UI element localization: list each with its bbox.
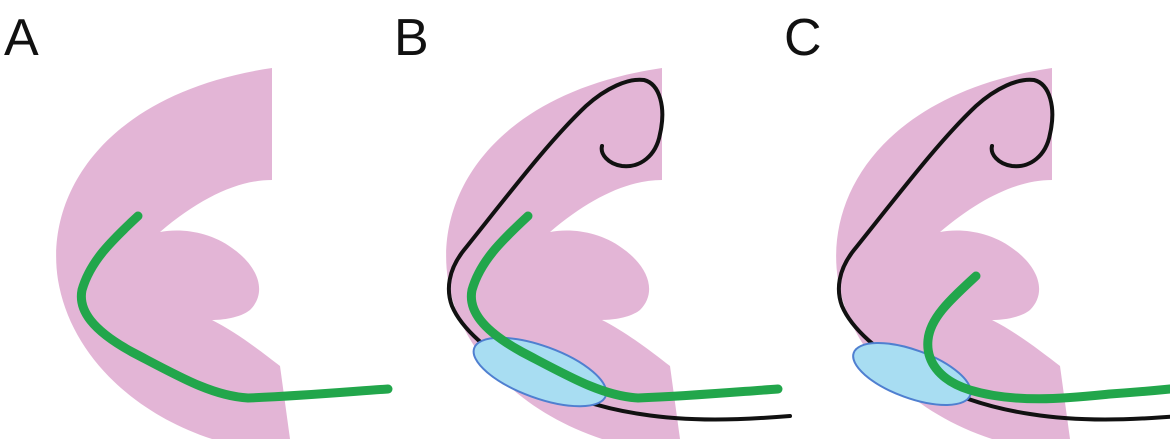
panel-c-illustration <box>780 0 1170 439</box>
panel-label-a: A <box>4 12 39 64</box>
panel-a: A <box>0 0 390 439</box>
panel-c: C <box>780 0 1170 439</box>
panel-b-illustration <box>390 0 780 439</box>
heart-shape <box>56 68 290 439</box>
panel-label-b: B <box>394 12 429 64</box>
panel-b: B <box>390 0 780 439</box>
panel-a-illustration <box>0 0 390 439</box>
panel-label-c: C <box>784 12 822 64</box>
